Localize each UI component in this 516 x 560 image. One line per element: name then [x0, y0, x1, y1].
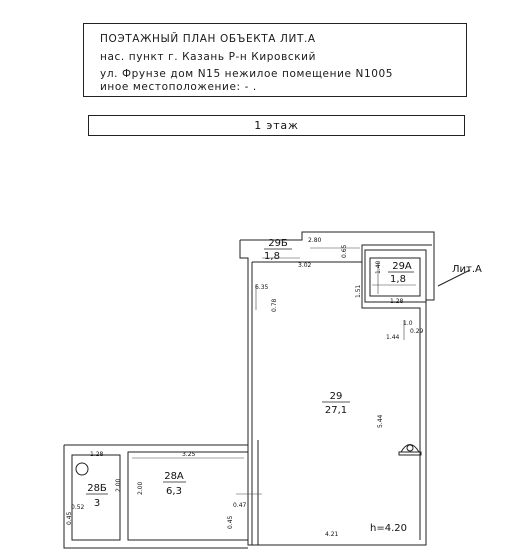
dim-0-52: 0.52: [71, 504, 85, 511]
title-line-1: ПОЭТАЖНЫЙ ПЛАН ОБЪЕКТА ЛИТ.А: [100, 33, 316, 45]
room-29-area: 27,1: [325, 405, 347, 416]
dim-0-65: 0.65: [341, 244, 348, 258]
room-29a-id: 29А: [392, 261, 412, 272]
floor-label-box: 1 этаж: [88, 115, 465, 136]
title-line-3: ул. Фрунзе дом N15 нежилое помещение N10…: [100, 68, 394, 80]
dim-1-0: 1.0: [403, 320, 413, 327]
building-label: Лит.А: [452, 264, 482, 275]
title-line-2: нас. пункт г. Казань Р-н Кировский: [100, 51, 317, 63]
dim-0-29: 0.29: [410, 328, 424, 335]
title-line-4: иное местоположение: - .: [100, 81, 257, 93]
dim-4-21: 4.21: [325, 531, 339, 538]
dimension-labels: 2.80 3.02 0.65 6.35 0.78 1.40 1.51 1.28 …: [66, 237, 424, 538]
ceiling-height-label: h=4.20: [370, 523, 407, 534]
dim-2-80: 2.80: [308, 237, 322, 244]
title-block: ПОЭТАЖНЫЙ ПЛАН ОБЪЕКТА ЛИТ.А нас. пункт …: [83, 23, 467, 97]
walls: [63, 231, 471, 549]
dim-0-78: 0.78: [271, 298, 278, 312]
dim-1-28-b: 1.28: [90, 451, 104, 458]
dim-0-45: 0.45: [227, 515, 234, 529]
dim-6-35: 6.35: [255, 284, 269, 291]
dim-1-40: 1.40: [375, 260, 382, 274]
dim-3-02: 3.02: [298, 262, 312, 269]
room-28a-area: 6,3: [166, 486, 182, 497]
dim-1-51: 1.51: [355, 284, 362, 298]
room-29b-area: 1,8: [264, 251, 280, 262]
room-28b-id: 28Б: [87, 483, 107, 494]
toilet-symbol: [75, 462, 89, 476]
dim-3-25: 3.25: [182, 451, 196, 458]
dim-1-28: 1.28: [390, 298, 404, 305]
room-29-id: 29: [330, 391, 343, 402]
room-labels: 29 27,1 28А 6,3 28Б 3 29Б 1,8 29А 1,8: [86, 238, 414, 509]
room-28b-area: 3: [94, 498, 100, 509]
room-29b-id: 29Б: [268, 238, 288, 249]
dim-0-45-b: 0.45: [66, 511, 73, 525]
room-28a-id: 28А: [164, 471, 184, 482]
room-29a-area: 1,8: [390, 274, 406, 285]
dim-2-00-b: 2.00: [115, 478, 122, 492]
dim-2-00-a: 2.00: [137, 481, 144, 495]
fixtures: [75, 444, 422, 476]
dimension-lines: [132, 247, 416, 495]
floor-label: 1 этаж: [254, 119, 299, 132]
dim-5-44: 5.44: [377, 414, 384, 428]
dim-0-47: 0.47: [233, 502, 247, 509]
dim-1-44: 1.44: [386, 334, 400, 341]
